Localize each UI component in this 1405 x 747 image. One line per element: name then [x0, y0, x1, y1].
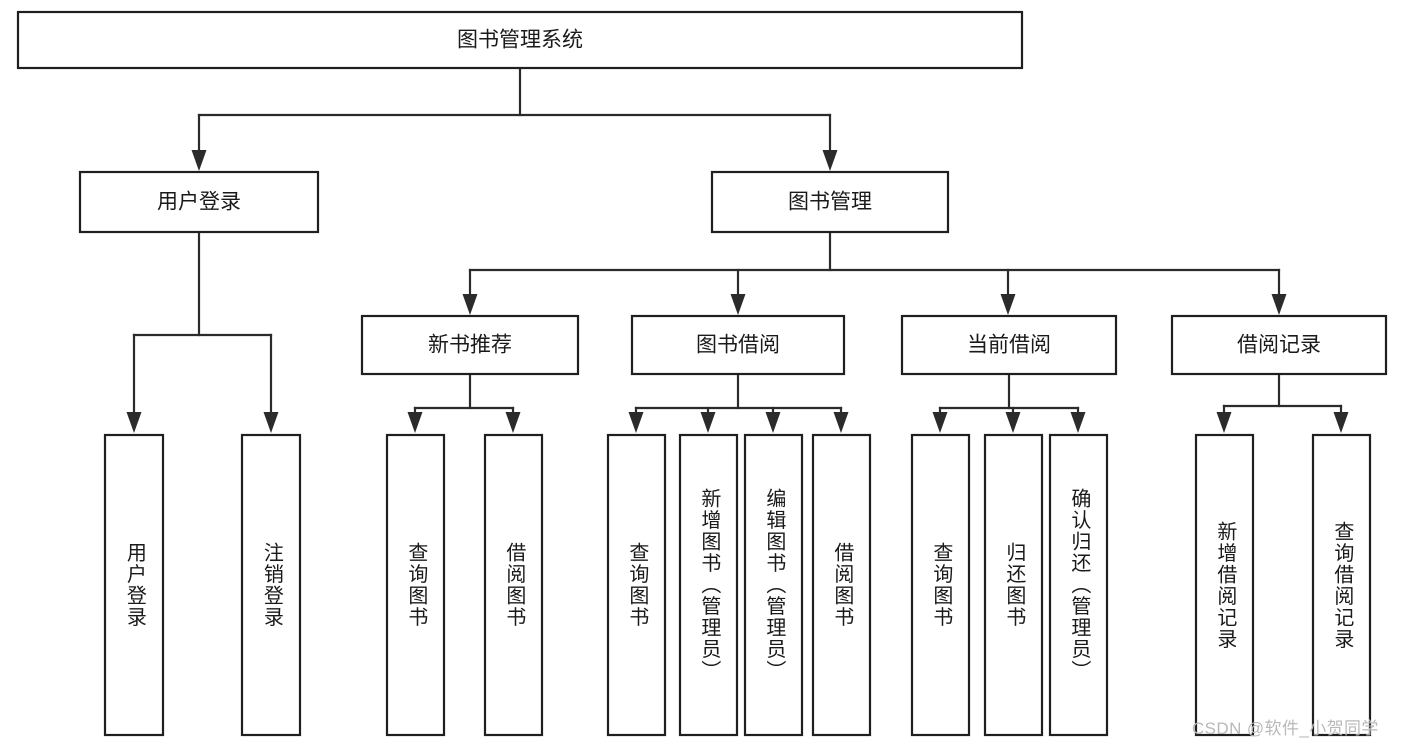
- node-box-leaf-return-book: [983, 433, 1044, 737]
- arrow-head-icon: [1005, 412, 1021, 433]
- node-box-leaf-query-book-current: [910, 433, 971, 737]
- node-label-book-manage: 图书管理: [788, 191, 872, 214]
- node-box-layer: [16, 10, 1388, 737]
- arrow-head-icon: [505, 412, 521, 433]
- arrow-head-icon: [1070, 412, 1086, 433]
- watermark-credit: CSDN @软件_小贺同学: [1192, 719, 1379, 738]
- arrow-head-icon: [765, 412, 781, 433]
- node-label-new-book-rec: 新书推荐: [428, 334, 512, 357]
- arrow-head-icon: [833, 412, 849, 433]
- arrow-head-icon: [263, 412, 279, 433]
- arrow-head-icon: [126, 412, 142, 433]
- arrow-head-icon: [1271, 294, 1287, 315]
- node-label-root: 图书管理系统: [457, 29, 583, 52]
- node-box-leaf-user-login: [103, 433, 165, 737]
- arrow-head-icon: [822, 150, 838, 171]
- arrow-head-icon: [1000, 294, 1016, 315]
- node-box-leaf-edit-book: [743, 433, 804, 737]
- node-label-user-login: 用户登录: [157, 191, 241, 214]
- node-box-current-borrow: [900, 314, 1118, 376]
- node-box-user-login: [78, 170, 320, 234]
- node-box-root: [16, 10, 1024, 70]
- arrow-head-icon: [1333, 412, 1349, 433]
- node-box-leaf-user-logout: [240, 433, 302, 737]
- connector-layer: [126, 66, 1349, 433]
- node-label-borrow-record: 借阅记录: [1237, 334, 1321, 357]
- node-box-leaf-borrow-book: [811, 433, 872, 737]
- node-box-leaf-query-book-rec: [385, 433, 446, 737]
- node-label-book-borrow: 图书借阅: [696, 334, 780, 357]
- node-box-leaf-add-borrow-record: [1194, 433, 1255, 737]
- arrow-head-icon: [407, 412, 423, 433]
- node-box-leaf-borrow-book-rec: [483, 433, 544, 737]
- node-box-leaf-confirm-return: [1048, 433, 1109, 737]
- node-box-borrow-record: [1170, 314, 1388, 376]
- node-box-leaf-query-book-borrow: [606, 433, 667, 737]
- node-label-current-borrow: 当前借阅: [967, 334, 1051, 357]
- node-box-leaf-query-borrow-record: [1311, 433, 1372, 737]
- arrow-head-icon: [700, 412, 716, 433]
- node-box-book-borrow: [630, 314, 846, 376]
- node-box-new-book-rec: [360, 314, 580, 376]
- node-box-book-manage: [710, 170, 950, 234]
- arrow-head-icon: [462, 294, 478, 315]
- arrow-head-icon: [628, 412, 644, 433]
- arrow-head-icon: [1216, 412, 1232, 433]
- node-box-leaf-add-book: [678, 433, 739, 737]
- arrow-head-icon: [191, 150, 207, 171]
- arrow-head-icon: [730, 294, 746, 315]
- arrow-head-icon: [932, 412, 948, 433]
